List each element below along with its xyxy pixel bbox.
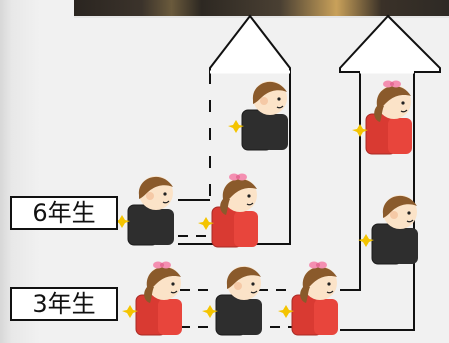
- photo-strip: [74, 0, 449, 18]
- girl-student-icon: [121, 260, 183, 336]
- boy-student-icon: [227, 80, 289, 151]
- grade-3-label: 3年生: [10, 287, 118, 321]
- up-arrow-outline-icon: [339, 14, 441, 73]
- up-arrow-outline-icon: [209, 14, 291, 73]
- girl-student-icon: [277, 260, 339, 336]
- grade-6-label: 6年生: [10, 196, 118, 230]
- boy-student-icon: [113, 175, 175, 246]
- girl-student-icon: [197, 172, 259, 248]
- boy-student-icon: [201, 265, 263, 336]
- boy-student-icon: [357, 194, 419, 265]
- progress-path-3: [340, 72, 415, 331]
- progress-path-2: [340, 72, 361, 291]
